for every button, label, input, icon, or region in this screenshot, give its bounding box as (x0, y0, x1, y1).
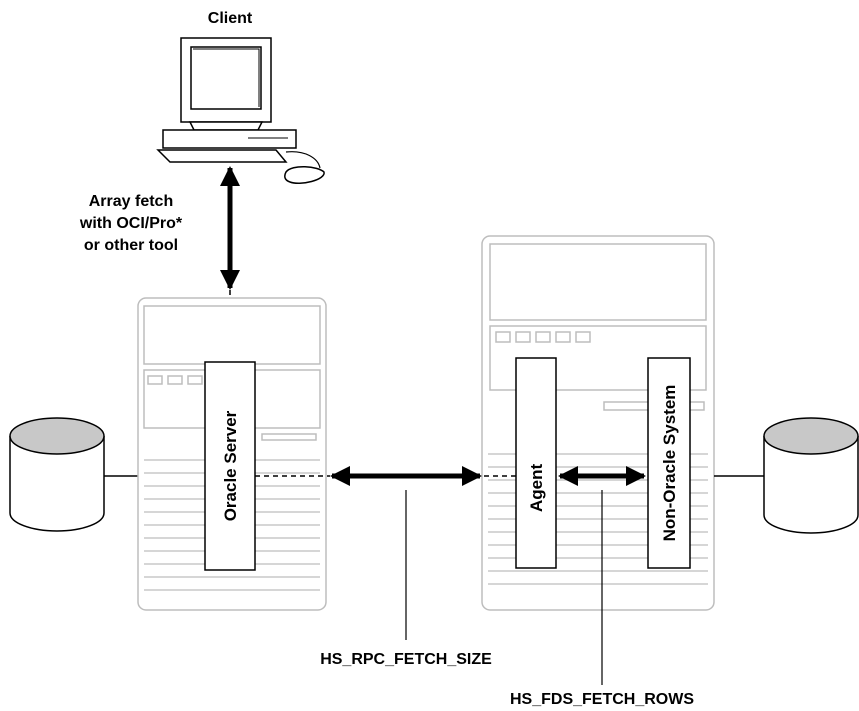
array-fetch-label: Array fetch with OCI/Pro* or other tool (79, 193, 183, 254)
non-oracle-system-label: Non-Oracle System (660, 385, 679, 542)
agent-label: Agent (527, 464, 546, 513)
oracle-server-label: Oracle Server (221, 410, 240, 521)
oracle-database-disk-icon (9, 417, 105, 532)
rpc-fetch-size-label: HS_RPC_FETCH_SIZE (320, 651, 492, 668)
client-label: Client (208, 10, 253, 27)
oracle-server-box (204, 361, 256, 571)
client-computer-icon (156, 37, 325, 184)
fds-fetch-rows-label: HS_FDS_FETCH_ROWS (510, 691, 694, 708)
non-oracle-database-disk-icon (763, 417, 859, 534)
svg-text:with OCI/Pro*: with OCI/Pro* (79, 215, 183, 232)
non-oracle-system-box (647, 357, 691, 569)
svg-text:or other tool: or other tool (84, 237, 178, 254)
svg-text:Array fetch: Array fetch (89, 193, 173, 210)
agent-box (515, 357, 557, 569)
